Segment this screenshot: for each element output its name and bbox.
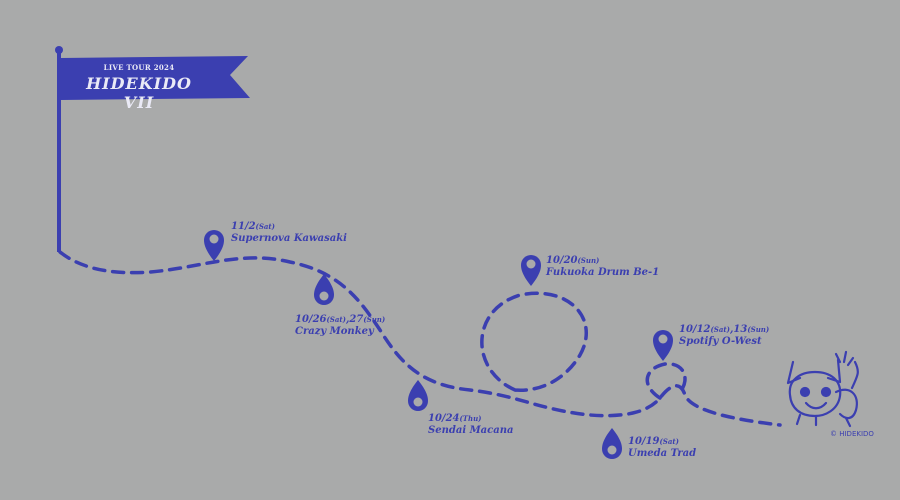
- stop-venue: Sendai Macana: [428, 425, 514, 436]
- map-pin-icon: [314, 274, 334, 305]
- stop-date: 10/19: [628, 436, 660, 447]
- map-pin-icon: [408, 380, 428, 411]
- tour-stop-label: 10/12(Sat),13(Sun) Spotify O-West: [679, 324, 770, 347]
- stop-date-2: 13: [733, 324, 748, 335]
- tour-stop-label: 10/20(Sun) Fukuoka Drum Be-1: [546, 255, 659, 279]
- tour-stop-label: 10/19(Sat) Umeda Trad: [628, 436, 696, 460]
- stop-venue: Supernova Kawasaki: [231, 233, 347, 244]
- flag-icon: [55, 46, 250, 252]
- map-pin-icon: [602, 428, 622, 459]
- stop-day-2: (Sun): [363, 315, 386, 324]
- tour-stop-label: 10/26(Sat),27(Sun) Crazy Monkey: [295, 314, 386, 337]
- cartoon-dog-icon: [786, 350, 859, 428]
- stop-day: (Sun): [577, 256, 600, 265]
- stop-day: (Thu): [459, 414, 482, 423]
- stop-day: (Sat): [659, 437, 679, 446]
- map-pin-icon: [521, 255, 541, 286]
- stop-venue: Fukuoka Drum Be-1: [546, 267, 660, 278]
- stop-day: (Sat): [255, 222, 275, 231]
- stop-date: 10/12: [679, 324, 711, 335]
- stop-date-2: 27: [349, 314, 364, 325]
- flag-subtitle: LIVE TOUR 2024: [103, 63, 175, 72]
- tour-stop-label: 11/2(Sat) Supernova Kawasaki: [231, 221, 347, 245]
- stop-venue: Umeda Trad: [628, 448, 697, 459]
- copyright-text: © HIDEKIDO: [830, 430, 874, 438]
- stop-day-2: (Sun): [747, 325, 770, 334]
- tour-stop-label: 10/24(Thu) Sendai Macana: [428, 413, 513, 437]
- map-pin-icon: [204, 230, 224, 261]
- stop-day: (Sat): [710, 325, 730, 334]
- flag-title: HIDEKIDO VII: [86, 74, 192, 112]
- stop-date: 10/20: [546, 255, 578, 266]
- stop-date: 10/24: [428, 413, 460, 424]
- stop-date: 11/2: [231, 221, 256, 232]
- stop-day: (Sat): [326, 315, 346, 324]
- tour-route: [58, 250, 782, 427]
- stop-venue: Crazy Monkey: [295, 326, 374, 337]
- stop-date: 10/26: [295, 314, 327, 325]
- stop-venue: Spotify O-West: [679, 336, 762, 347]
- map-pin-icon: [653, 330, 673, 361]
